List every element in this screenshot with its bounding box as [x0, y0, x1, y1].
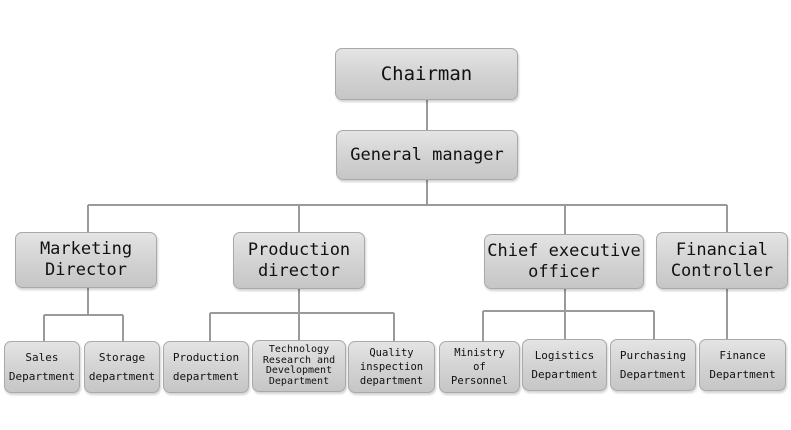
sales-department-node: Sales Department [4, 341, 80, 393]
quality-inspection-department-node: Quality inspection department [348, 341, 435, 393]
sales-department-label: Sales Department [8, 350, 76, 383]
chairman-label: Chairman [380, 62, 473, 85]
finance-department-node: Finance Department [699, 339, 786, 391]
quality-inspection-department-label: Quality inspection department [359, 346, 424, 388]
purchasing-department-node: Purchasing Department [610, 339, 696, 391]
logistics-department-node: Logistics Department [522, 339, 607, 391]
storage-department-label: Storage department [88, 350, 156, 383]
production-director-node: Production director [233, 232, 365, 289]
financial-controller-label: Financial Controller [670, 239, 774, 281]
rnd-department-node: Technology Research and Development Depa… [252, 340, 346, 392]
general-manager-node: General manager [336, 130, 518, 180]
rnd-department-label: Technology Research and Development Depa… [262, 344, 336, 387]
logistics-department-label: Logistics Department [531, 348, 598, 381]
general-manager-label: General manager [350, 144, 504, 165]
production-director-label: Production director [247, 239, 351, 281]
financial-controller-node: Financial Controller [656, 232, 788, 289]
finance-department-label: Finance Department [709, 348, 776, 381]
ministry-of-personnel-node: Ministry of Personnel [439, 341, 520, 393]
production-department-node: Production department [163, 341, 249, 393]
ministry-of-personnel-label: Ministry of Personnel [451, 346, 508, 388]
production-department-label: Production department [172, 350, 240, 383]
marketing-director-label: Marketing Director [39, 239, 133, 280]
ceo-node: Chief executive officer [484, 234, 644, 289]
chairman-node: Chairman [335, 48, 518, 100]
marketing-director-node: Marketing Director [15, 232, 157, 288]
purchasing-department-label: Purchasing Department [619, 348, 687, 381]
ceo-label: Chief executive officer [487, 240, 641, 282]
storage-department-node: Storage department [84, 341, 160, 393]
